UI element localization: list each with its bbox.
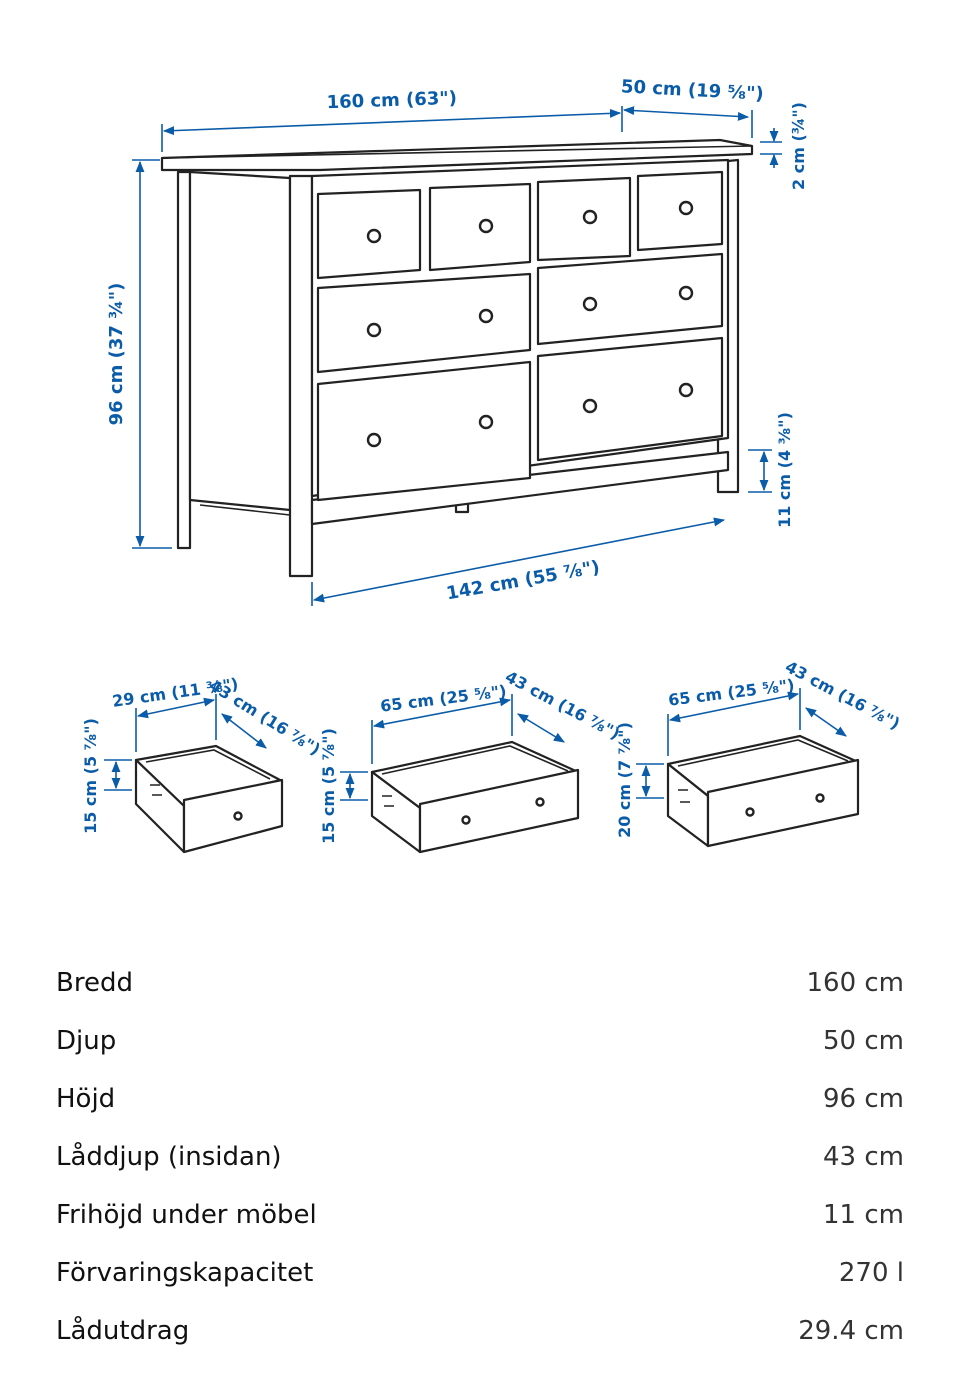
- spec-label: Djup: [56, 1026, 117, 1056]
- spec-row-depth: Djup 50 cm: [56, 1012, 904, 1070]
- spec-label: Bredd: [56, 968, 133, 998]
- spec-value: 29.4 cm: [798, 1316, 904, 1346]
- dresser-width-label: 160 cm (63"): [326, 88, 457, 114]
- drawer-wide-depth-label: 43 cm (16 ⅞"): [502, 667, 623, 743]
- drawer-deep-width-label: 65 cm (25 ⅝"): [667, 675, 795, 709]
- spec-row-height: Höjd 96 cm: [56, 1070, 904, 1128]
- spec-row-width: Bredd 160 cm: [56, 954, 904, 1012]
- drawer-small-height-label: 15 cm (5 ⅞"): [81, 718, 100, 834]
- dresser-clearance-label: 11 cm (4 ⅜"): [775, 412, 794, 528]
- dresser-dimension-diagram: 160 cm (63") 50 cm (19 ⅝") 2 cm (¾") 96 …: [81, 76, 903, 854]
- drawer-deep-drawing: [666, 734, 860, 848]
- drawer-small-drawing: [134, 744, 284, 854]
- spec-label: Låddjup (insidan): [56, 1142, 282, 1172]
- dresser-height-label: 96 cm (37 ¾"): [106, 283, 127, 426]
- spec-row-clearance: Frihöjd under möbel 11 cm: [56, 1186, 904, 1244]
- spec-value: 11 cm: [823, 1200, 904, 1230]
- dresser-depth-label: 50 cm (19 ⅝"): [620, 76, 764, 104]
- dresser-drawing: [160, 138, 754, 578]
- spec-value: 50 cm: [823, 1026, 904, 1056]
- spec-label: Förvaringskapacitet: [56, 1258, 314, 1288]
- spec-value: 43 cm: [823, 1142, 904, 1172]
- spec-label: Frihöjd under möbel: [56, 1200, 317, 1230]
- spec-label: Lådutdrag: [56, 1316, 190, 1346]
- drawer-wide-width-label: 65 cm (25 ⅝"): [379, 681, 507, 715]
- spec-row-drawer-depth: Låddjup (insidan) 43 cm: [56, 1128, 904, 1186]
- drawer-deep-height-label: 20 cm (7 ⅞"): [615, 722, 634, 838]
- dresser-top-thickness-label: 2 cm (¾"): [789, 102, 808, 190]
- spec-value: 160 cm: [806, 968, 904, 998]
- dresser-inner-width-label: 142 cm (55 ⅞"): [445, 557, 602, 605]
- drawer-wide-drawing: [370, 740, 580, 854]
- drawer-wide-height-label: 15 cm (5 ⅞"): [319, 728, 338, 844]
- spec-label: Höjd: [56, 1084, 116, 1114]
- spec-value: 96 cm: [823, 1084, 904, 1114]
- spec-value: 270 l: [838, 1258, 904, 1288]
- spec-row-storage-capacity: Förvaringskapacitet 270 l: [56, 1244, 904, 1302]
- specifications-list: Bredd 160 cm Djup 50 cm Höjd 96 cm Låddj…: [56, 954, 904, 1360]
- spec-row-drawer-extension: Lådutdrag 29.4 cm: [56, 1302, 904, 1360]
